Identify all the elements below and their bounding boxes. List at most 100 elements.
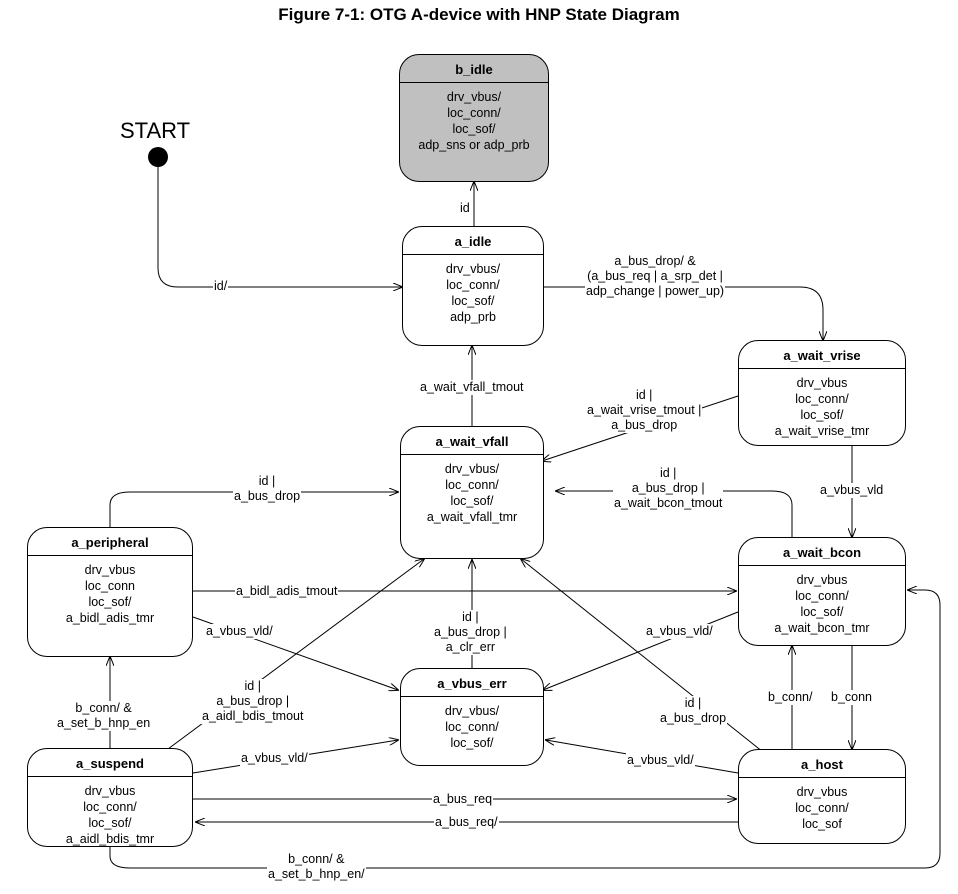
label-a-idle-to-vrise: a_bus_drop/ & (a_bus_req | a_srp_det | a… — [585, 254, 726, 299]
label-id-to-b-idle: id — [459, 201, 471, 216]
label-err-to-vfall: id | a_bus_drop | a_clr_err — [433, 610, 508, 655]
state-actions: drv_vbus loc_conn/ loc_sof/ a_wait_bcon_… — [739, 566, 905, 636]
state-line: loc_sof/ — [450, 736, 494, 750]
state-a-wait-vfall: a_wait_vfall drv_vbus/ loc_conn/ loc_sof… — [400, 426, 544, 559]
label-line: a_bus_drop | — [434, 625, 507, 639]
state-name: a_wait_vfall — [401, 427, 543, 455]
state-a-wait-bcon: a_wait_bcon drv_vbus loc_conn/ loc_sof/ … — [738, 537, 906, 646]
label-vrise-to-bcon: a_vbus_vld — [819, 483, 885, 498]
state-actions: drv_vbus loc_conn/ loc_sof/ a_wait_vrise… — [739, 369, 905, 439]
label-line: id/ — [214, 279, 228, 293]
state-b-idle: b_idle drv_vbus/ loc_conn/ loc_sof/ adp_… — [399, 54, 549, 182]
label-line: a_wait_vrise_tmout | — [587, 403, 702, 417]
label-line: a_vbus_vld/ — [627, 753, 694, 767]
state-line: drv_vbus/ — [444, 462, 500, 476]
state-a-vbus-err: a_vbus_err drv_vbus/ loc_conn/ loc_sof/ — [400, 668, 544, 766]
state-line: loc_sof/ — [88, 595, 132, 609]
label-line: a_bus_req — [433, 792, 493, 806]
label-start-id: id/ — [213, 279, 229, 294]
start-dot — [148, 147, 168, 167]
state-name: a_peripheral — [28, 528, 192, 556]
state-a-suspend: a_suspend drv_vbus loc_conn/ loc_sof/ a_… — [27, 748, 193, 847]
state-line: loc_conn/ — [83, 800, 137, 814]
state-name: a_host — [739, 750, 905, 778]
label-bcon-to-host: b_conn — [830, 690, 874, 705]
state-actions: drv_vbus loc_conn/ loc_sof — [739, 778, 905, 832]
label-line: b_conn/ & — [75, 701, 132, 715]
state-line: loc_conn — [84, 579, 136, 593]
start-label: START — [120, 118, 191, 143]
state-actions: drv_vbus/ loc_conn/ loc_sof/ — [401, 697, 543, 751]
label-susp-to-err: a_vbus_vld/ — [240, 751, 309, 766]
label-periph-to-bcon: a_bidl_adis_tmout — [235, 584, 339, 599]
state-actions: drv_vbus/ loc_conn/ loc_sof/ adp_sns or … — [400, 83, 548, 153]
state-actions: drv_vbus/ loc_conn/ loc_sof/ adp_prb — [403, 255, 543, 325]
label-line: a_vbus_vld — [820, 483, 884, 497]
edge-start-to-a-idle — [157, 167, 402, 287]
label-line: id | — [635, 388, 653, 402]
state-line: loc_conn/ — [795, 801, 849, 815]
state-line: drv_vbus/ — [446, 90, 502, 104]
state-line: loc_sof/ — [88, 816, 132, 830]
label-line: a_bus_drop | — [631, 481, 705, 495]
label-host-to-bcon: b_conn/ — [767, 690, 814, 705]
label-line: a_set_b_hnp_en — [57, 716, 151, 730]
label-line: a_bus_drop — [660, 711, 727, 725]
label-susp-to-host: a_bus_req — [432, 792, 494, 807]
label-host-to-vfall: id | a_bus_drop — [659, 696, 728, 726]
state-line: loc_conn/ — [445, 478, 499, 492]
label-line: id | — [258, 474, 276, 488]
label-vfall-to-idle: a_wait_vfall_tmout — [419, 380, 525, 395]
state-line: a_aidl_bdis_tmr — [65, 832, 155, 846]
state-line: drv_vbus — [84, 563, 136, 577]
state-line: drv_vbus — [796, 785, 848, 799]
state-line: a_wait_bcon_tmr — [774, 621, 870, 635]
state-line: loc_sof/ — [800, 408, 844, 422]
diagram-title: Figure 7-1: OTG A-device with HNP State … — [278, 5, 680, 24]
label-line: b_conn — [831, 690, 873, 704]
label-susp-to-periph: b_conn/ & a_set_b_hnp_en — [56, 701, 152, 731]
state-line: loc_sof/ — [800, 605, 844, 619]
state-line: loc_conn/ — [795, 392, 849, 406]
state-actions: drv_vbus/ loc_conn/ loc_sof/ a_wait_vfal… — [401, 455, 543, 525]
state-line: loc_conn/ — [446, 278, 500, 292]
state-line: a_bidl_adis_tmr — [65, 611, 155, 625]
state-line: drv_vbus — [796, 573, 848, 587]
state-line: drv_vbus/ — [444, 704, 500, 718]
state-name: a_wait_vrise — [739, 341, 905, 369]
label-host-to-susp: a_bus_req/ — [434, 815, 499, 830]
label-line: a_bus_drop — [234, 489, 301, 503]
state-line: loc_sof/ — [452, 122, 496, 136]
edge-bcon-to-vfall — [556, 491, 793, 537]
label-line: a_wait_vfall_tmout — [420, 380, 524, 394]
label-host-to-err: a_vbus_vld/ — [626, 753, 695, 768]
state-line: loc_sof — [802, 817, 842, 831]
label-bcon-to-err: a_vbus_vld/ — [645, 624, 714, 639]
edge-periph-to-vfall — [109, 492, 398, 527]
edge-a-idle-to-a-wait-vrise — [544, 286, 823, 340]
label-line: b_conn/ — [768, 690, 813, 704]
state-line: adp_prb — [450, 310, 496, 324]
state-line: loc_conn/ — [447, 106, 501, 120]
label-line: id | — [462, 610, 479, 624]
label-line: a_aidl_bdis_tmout — [202, 709, 304, 723]
label-line: id | — [659, 466, 677, 480]
state-name: a_idle — [403, 227, 543, 255]
state-name: b_idle — [400, 55, 548, 83]
label-line: a_clr_err — [445, 640, 496, 654]
label-vrise-to-vfall: id | a_wait_vrise_tmout | a_bus_drop — [586, 388, 703, 433]
state-actions: drv_vbus loc_conn loc_sof/ a_bidl_adis_t… — [28, 556, 192, 626]
label-line: a_bus_drop | — [216, 694, 290, 708]
state-actions: drv_vbus loc_conn/ loc_sof/ a_aidl_bdis_… — [28, 777, 192, 847]
state-name: a_vbus_err — [401, 669, 543, 697]
label-line: a_bus_drop/ & — [614, 254, 696, 268]
label-line: a_vbus_vld/ — [206, 624, 273, 638]
label-periph-to-vfall: id | a_bus_drop — [233, 474, 302, 504]
state-a-host: a_host drv_vbus loc_conn/ loc_sof — [738, 749, 906, 844]
label-line: a_vbus_vld/ — [646, 624, 713, 638]
label-periph-to-err: a_vbus_vld/ — [205, 624, 274, 639]
state-a-peripheral: a_peripheral drv_vbus loc_conn loc_sof/ … — [27, 527, 193, 657]
state-line: drv_vbus — [84, 784, 136, 798]
state-line: loc_conn/ — [445, 720, 499, 734]
edge-susp-to-bcon — [109, 590, 941, 869]
